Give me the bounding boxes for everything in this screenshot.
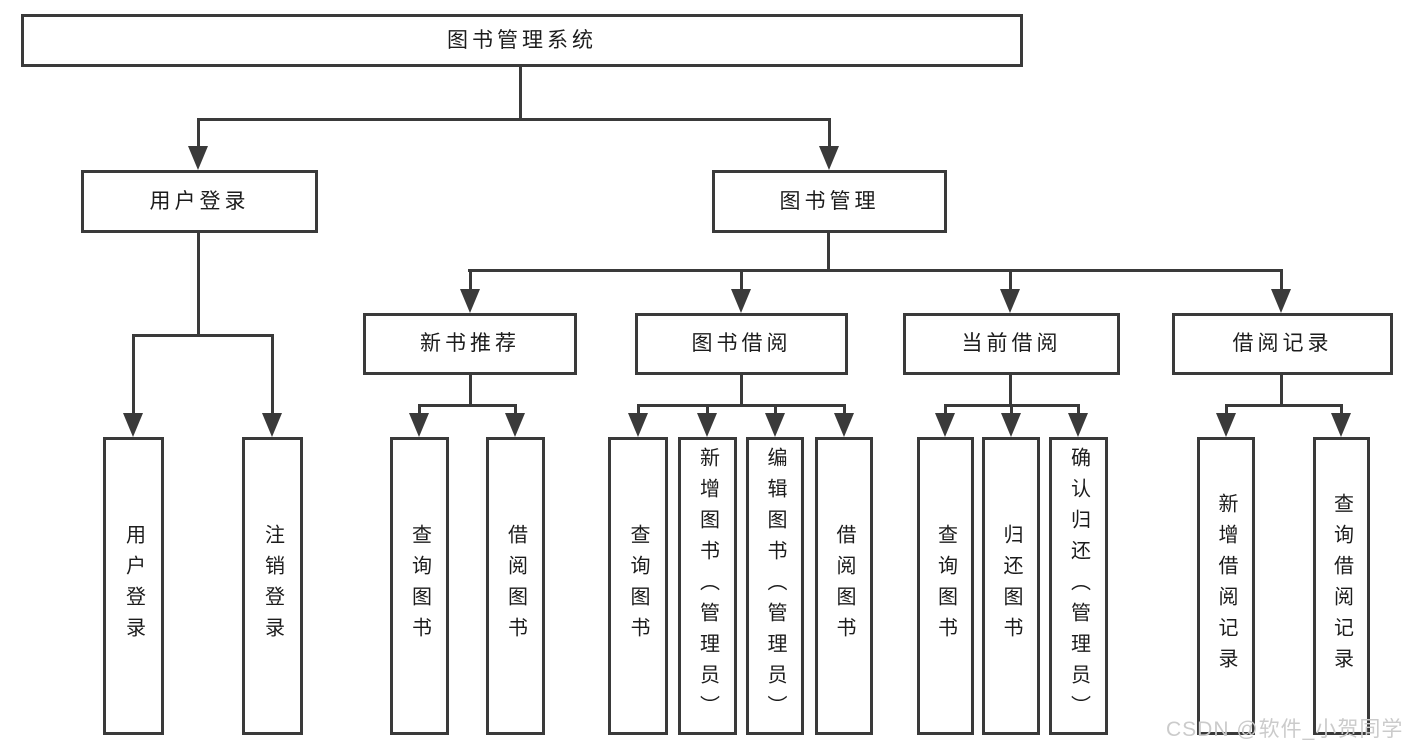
connector-stub <box>740 269 743 291</box>
connector-hline <box>418 404 517 407</box>
node-root: 图书管理系统 <box>21 14 1023 67</box>
leaf-logout: 注销登录 <box>242 437 303 735</box>
arrowhead-icon <box>697 413 717 437</box>
leaf-confirm-return-admin: 确认归还（管理员） <box>1049 437 1108 735</box>
arrowhead-icon <box>123 413 143 437</box>
leaf-query-books-current: 查询图书 <box>917 437 974 735</box>
arrowhead-icon <box>1068 413 1088 437</box>
connector-stub <box>197 118 200 150</box>
connector-hline <box>197 118 831 121</box>
leaf-user-login: 用户登录 <box>103 437 164 735</box>
node-book-borrow: 图书借阅 <box>635 313 848 375</box>
arrowhead-icon <box>1000 289 1020 313</box>
arrowhead-icon <box>731 289 751 313</box>
connector-stub <box>1009 269 1012 291</box>
connector-stub <box>514 404 517 415</box>
leaf-query-books-recommend: 查询图书 <box>390 437 449 735</box>
leaf-borrow-books: 借阅图书 <box>815 437 873 735</box>
connector-stub <box>843 404 846 415</box>
connector-stub <box>271 334 274 415</box>
connector-stub <box>944 404 947 415</box>
connector-stub <box>1077 404 1080 415</box>
connector-vline <box>1280 375 1283 406</box>
leaf-query-books-borrow: 查询图书 <box>608 437 668 735</box>
arrowhead-icon <box>1001 413 1021 437</box>
connector-vline <box>469 375 472 406</box>
connector-stub <box>1340 404 1343 415</box>
arrowhead-icon <box>765 413 785 437</box>
arrowhead-icon <box>409 413 429 437</box>
connector-stub <box>1010 404 1013 415</box>
arrowhead-icon <box>262 413 282 437</box>
arrowhead-icon <box>1271 289 1291 313</box>
arrowhead-icon <box>834 413 854 437</box>
connector-vline <box>197 233 200 337</box>
connector-vline <box>740 375 743 406</box>
connector-vline <box>1009 375 1012 406</box>
arrowhead-icon <box>935 413 955 437</box>
node-book-management: 图书管理 <box>712 170 947 233</box>
arrowhead-icon <box>628 413 648 437</box>
arrowhead-icon <box>505 413 525 437</box>
arrowhead-icon <box>460 289 480 313</box>
connector-stub <box>1225 404 1228 415</box>
connector-stub <box>469 269 472 291</box>
leaf-add-borrow-record: 新增借阅记录 <box>1197 437 1255 735</box>
connector-hline <box>637 404 846 407</box>
connector-hline <box>468 269 1282 272</box>
arrowhead-icon <box>1216 413 1236 437</box>
arrowhead-icon <box>819 146 839 170</box>
node-borrow-records: 借阅记录 <box>1172 313 1393 375</box>
leaf-borrow-books-recommend: 借阅图书 <box>486 437 545 735</box>
connector-vline <box>519 67 522 121</box>
node-current-borrow: 当前借阅 <box>903 313 1120 375</box>
csdn-watermark: CSDN @软件_小贺同学 <box>1166 718 1404 741</box>
node-user-login: 用户登录 <box>81 170 318 233</box>
connector-stub <box>637 404 640 415</box>
leaf-query-borrow-record: 查询借阅记录 <box>1313 437 1370 735</box>
connector-stub <box>706 404 709 415</box>
connector-stub <box>774 404 777 415</box>
node-new-book-recommend: 新书推荐 <box>363 313 577 375</box>
leaf-edit-books-admin: 编辑图书（管理员） <box>746 437 804 735</box>
connector-stub <box>828 118 831 150</box>
connector-hline <box>1225 404 1343 407</box>
leaf-add-books-admin: 新增图书（管理员） <box>678 437 737 735</box>
connector-vline <box>827 233 830 272</box>
arrowhead-icon <box>188 146 208 170</box>
connector-stub <box>418 404 421 415</box>
connector-stub <box>132 334 135 415</box>
connector-stub <box>1280 269 1283 291</box>
arrowhead-icon <box>1331 413 1351 437</box>
leaf-return-books: 归还图书 <box>982 437 1040 735</box>
connector-hline <box>132 334 274 337</box>
